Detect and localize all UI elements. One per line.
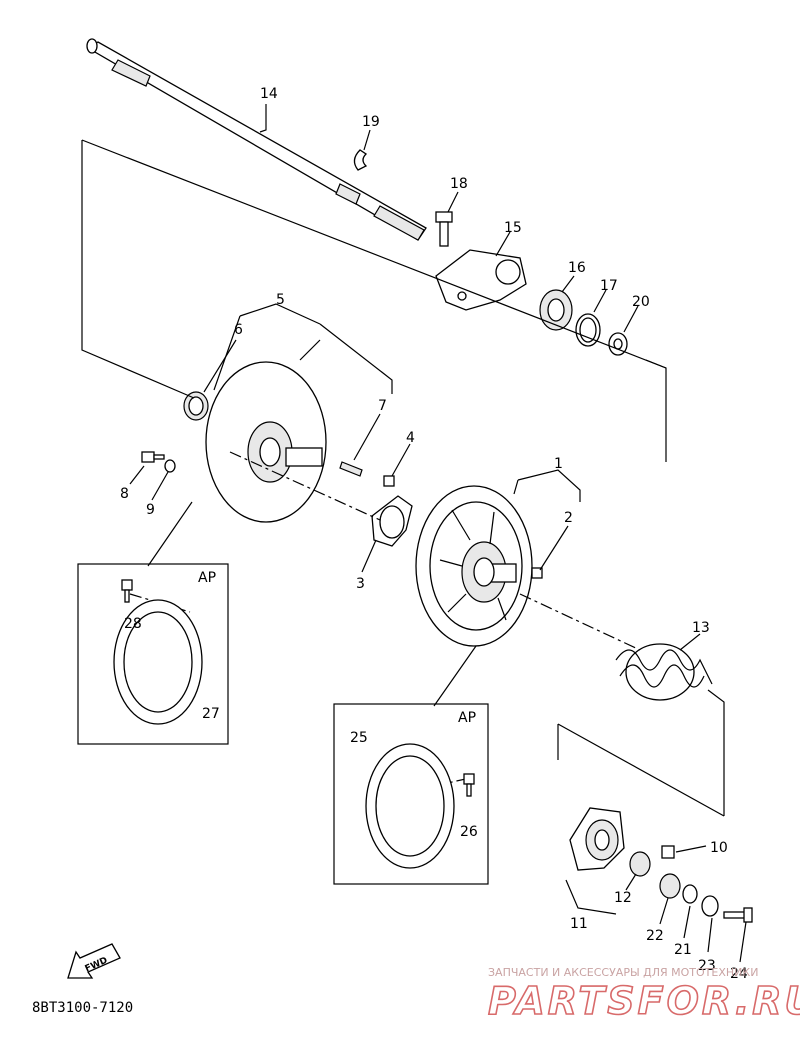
movable-sheave-part[interactable] — [415, 485, 533, 647]
washer-part-21[interactable] — [682, 884, 698, 904]
bracket-part[interactable] — [435, 249, 527, 311]
callout-12: 12 — [614, 890, 632, 906]
callout-19: 19 — [362, 114, 380, 130]
callout-22: 22 — [646, 928, 664, 944]
callout-13: 13 — [692, 620, 710, 636]
fwd-arrow-icon: FWD — [67, 943, 121, 979]
bushing-part-12[interactable] — [629, 851, 651, 877]
washer-part-9[interactable] — [164, 459, 176, 473]
cam-part[interactable] — [569, 807, 625, 871]
callout-26: 26 — [460, 824, 478, 840]
bolt-part-24[interactable] — [723, 907, 753, 923]
callout-10: 10 — [710, 840, 728, 856]
bearing-part[interactable] — [539, 289, 573, 331]
fixed-sheave-part[interactable] — [205, 361, 327, 523]
callout-4: 4 — [406, 430, 415, 446]
callout-5: 5 — [276, 292, 285, 308]
callout-7: 7 — [378, 398, 387, 414]
callout-14: 14 — [260, 86, 278, 102]
bushing-part-22[interactable] — [659, 873, 681, 899]
screw-part-2[interactable] — [531, 567, 543, 579]
watermark-tagline: ЗАПЧАСТИ И АКСЕССУАРЫ ДЛЯ МОТОТЕХНИКИ — [488, 966, 758, 979]
callout-17: 17 — [600, 278, 618, 294]
inset-box-left: AP — [77, 563, 229, 745]
callout-6: 6 — [234, 322, 243, 338]
callout-16: 16 — [568, 260, 586, 276]
callout-24: 24 — [730, 966, 748, 982]
callout-15: 15 — [504, 220, 522, 236]
inset-box-right: AP — [333, 703, 489, 885]
watermark: ЗАПЧАСТИ И АКСЕССУАРЫ ДЛЯ МОТОТЕХНИКИ PA… — [487, 966, 800, 1024]
callout-28: 28 — [124, 616, 142, 632]
callout-8: 8 — [120, 486, 129, 502]
watermark-brand-logo: PARTSFOR.RU — [488, 979, 800, 1023]
callout-27: 27 — [202, 706, 220, 722]
callout-11: 11 — [570, 916, 588, 932]
bolt-part-8[interactable] — [141, 451, 165, 463]
callout-9: 9 — [146, 502, 155, 518]
spring-part[interactable] — [615, 643, 713, 701]
callout-3: 3 — [356, 576, 365, 592]
bolt-part-28[interactable] — [121, 579, 133, 603]
bolt-part-26[interactable] — [463, 773, 475, 797]
nut-part-10[interactable] — [661, 845, 675, 859]
pin-part[interactable] — [339, 461, 363, 477]
gasket-part[interactable] — [371, 495, 413, 547]
washer-part-20[interactable] — [608, 332, 628, 356]
washer-part-23[interactable] — [701, 895, 719, 917]
friction-plate-part-27[interactable] — [113, 599, 203, 725]
drawing-code: 8BT3100-7120 — [32, 1000, 133, 1016]
callout-labels: 14 19 18 15 16 17 20 5 6 7 4 8 9 1 2 3 1… — [120, 86, 748, 982]
inset-label-left: AP — [198, 570, 216, 586]
friction-plate-part-25[interactable] — [365, 743, 455, 869]
bolt-part-18[interactable] — [435, 211, 453, 247]
shaft-part[interactable] — [86, 38, 427, 241]
clip-part[interactable] — [353, 149, 368, 171]
inset-label-right: AP — [458, 710, 476, 726]
callout-23: 23 — [698, 958, 716, 974]
callout-18: 18 — [450, 176, 468, 192]
circlip-part[interactable] — [575, 313, 601, 347]
leader-lines — [81, 104, 747, 963]
callout-2: 2 — [564, 510, 573, 526]
bushing-part-6[interactable] — [183, 391, 209, 421]
callout-20: 20 — [632, 294, 650, 310]
callout-1: 1 — [554, 456, 563, 472]
callout-21: 21 — [674, 942, 692, 958]
screw-part-4[interactable] — [383, 475, 395, 487]
callout-25: 25 — [350, 730, 368, 746]
